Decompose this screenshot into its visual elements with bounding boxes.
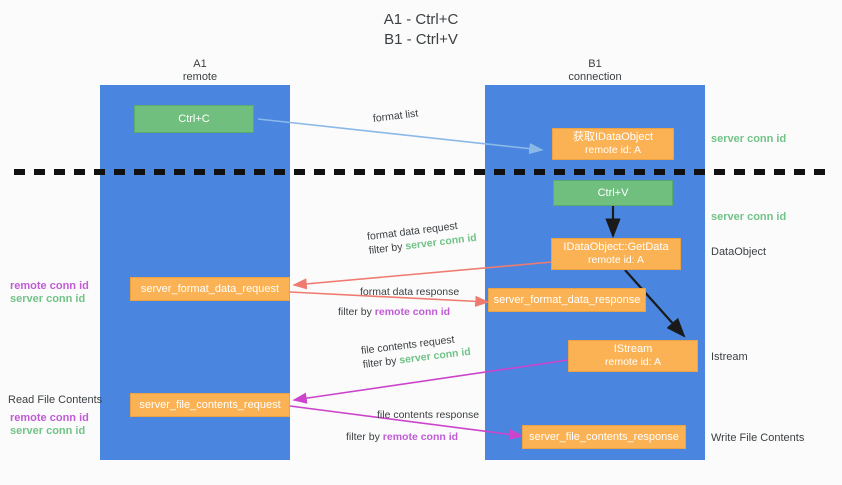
edge-label-format-list-text: format list [372,107,419,125]
right-label-server-conn-id-mid: server conn id [711,211,787,223]
title-line-2: B1 - Ctrl+V [384,31,458,48]
box-server-file-contents-response-label: server_file_contents_response [529,430,679,443]
lane-header-a1: A1 remote [140,58,260,84]
edge-label-format-data-request: format data request filter by server con… [366,217,477,258]
right-label-server-conn-id-top: server conn id [711,133,787,145]
box-istream-title: IStream [613,343,653,355]
box-get-idataobject[interactable]: 获取IDataObject remote id: A [552,128,674,160]
box-server-format-data-response[interactable]: server_format_data_response [488,288,646,312]
edge-filter-prefix: filter by [346,431,383,443]
box-server-file-contents-request[interactable]: server_file_contents_request [130,393,290,417]
edge-label-format-data-response-text: format data response [360,286,460,298]
box-server-format-data-response-label: server_format_data_response [493,293,641,306]
title-line-1: A1 - Ctrl+C [383,11,459,28]
right-label-dataobject: DataObject [711,246,767,258]
box-ctrl-v[interactable]: Ctrl+V [553,180,673,206]
box-ctrl-c-label: Ctrl+C [178,112,210,125]
left-label-read-file-contents: Read File Contents [8,394,103,406]
lane-a1-sub: remote [182,71,218,83]
edge-filter-prefix: filter by [368,240,407,257]
box-idataobject-getdata[interactable]: IDataObject::GetData remote id: A [551,238,681,270]
left-label-remote-conn-id-upper: remote conn id [10,280,89,292]
box-server-file-contents-request-label: server_file_contents_request [139,398,281,411]
edge-filter-value: remote conn id [382,431,459,443]
edge-label-format-list: format list [372,107,419,126]
box-getdata-sub: remote id: A [587,254,645,266]
lane-a1-name: A1 [193,58,207,70]
left-label-server-conn-id-upper: server conn id [10,293,86,305]
left-label-server-conn-id-lower: server conn id [10,425,86,437]
edge-filter-prefix: filter by [362,354,401,371]
box-ctrl-v-label: Ctrl+V [597,186,629,199]
box-get-idataobject-title: 获取IDataObject [572,131,654,143]
lane-b1-name: B1 [588,58,602,70]
box-server-file-contents-response[interactable]: server_file_contents_response [522,425,686,449]
diagram-title: A1 - Ctrl+C B1 - Ctrl+V [0,10,842,50]
edge-label-file-contents-response: file contents response filter by remote … [346,408,480,444]
right-label-write-file-contents: Write File Contents [711,432,805,444]
edge-label-file-contents-response-text: file contents response [377,409,480,421]
box-get-idataobject-sub: remote id: A [584,144,642,156]
edge-label-format-data-response: format data response filter by remote co… [338,285,460,319]
left-label-remote-conn-id-lower: remote conn id [10,412,89,424]
right-label-istream: Istream [711,351,748,363]
box-ctrl-c[interactable]: Ctrl+C [134,105,254,133]
box-server-format-data-request-label: server_format_data_request [140,282,280,295]
box-server-format-data-request[interactable]: server_format_data_request [130,277,290,301]
box-getdata-title: IDataObject::GetData [563,241,669,253]
edge-label-file-contents-request: file contents request filter by server c… [360,331,471,372]
edge-filter-format-data-response: filter by remote conn id [338,305,459,319]
lane-b1-sub: connection [568,71,622,83]
edge-filter-value: remote conn id [374,306,451,318]
edge-filter-prefix: filter by [338,306,375,318]
edge-filter-file-contents-response: filter by remote conn id [346,430,479,444]
box-istream-sub: remote id: A [604,356,662,368]
box-istream[interactable]: IStream remote id: A [568,340,698,372]
lane-header-b1: B1 connection [535,58,655,84]
